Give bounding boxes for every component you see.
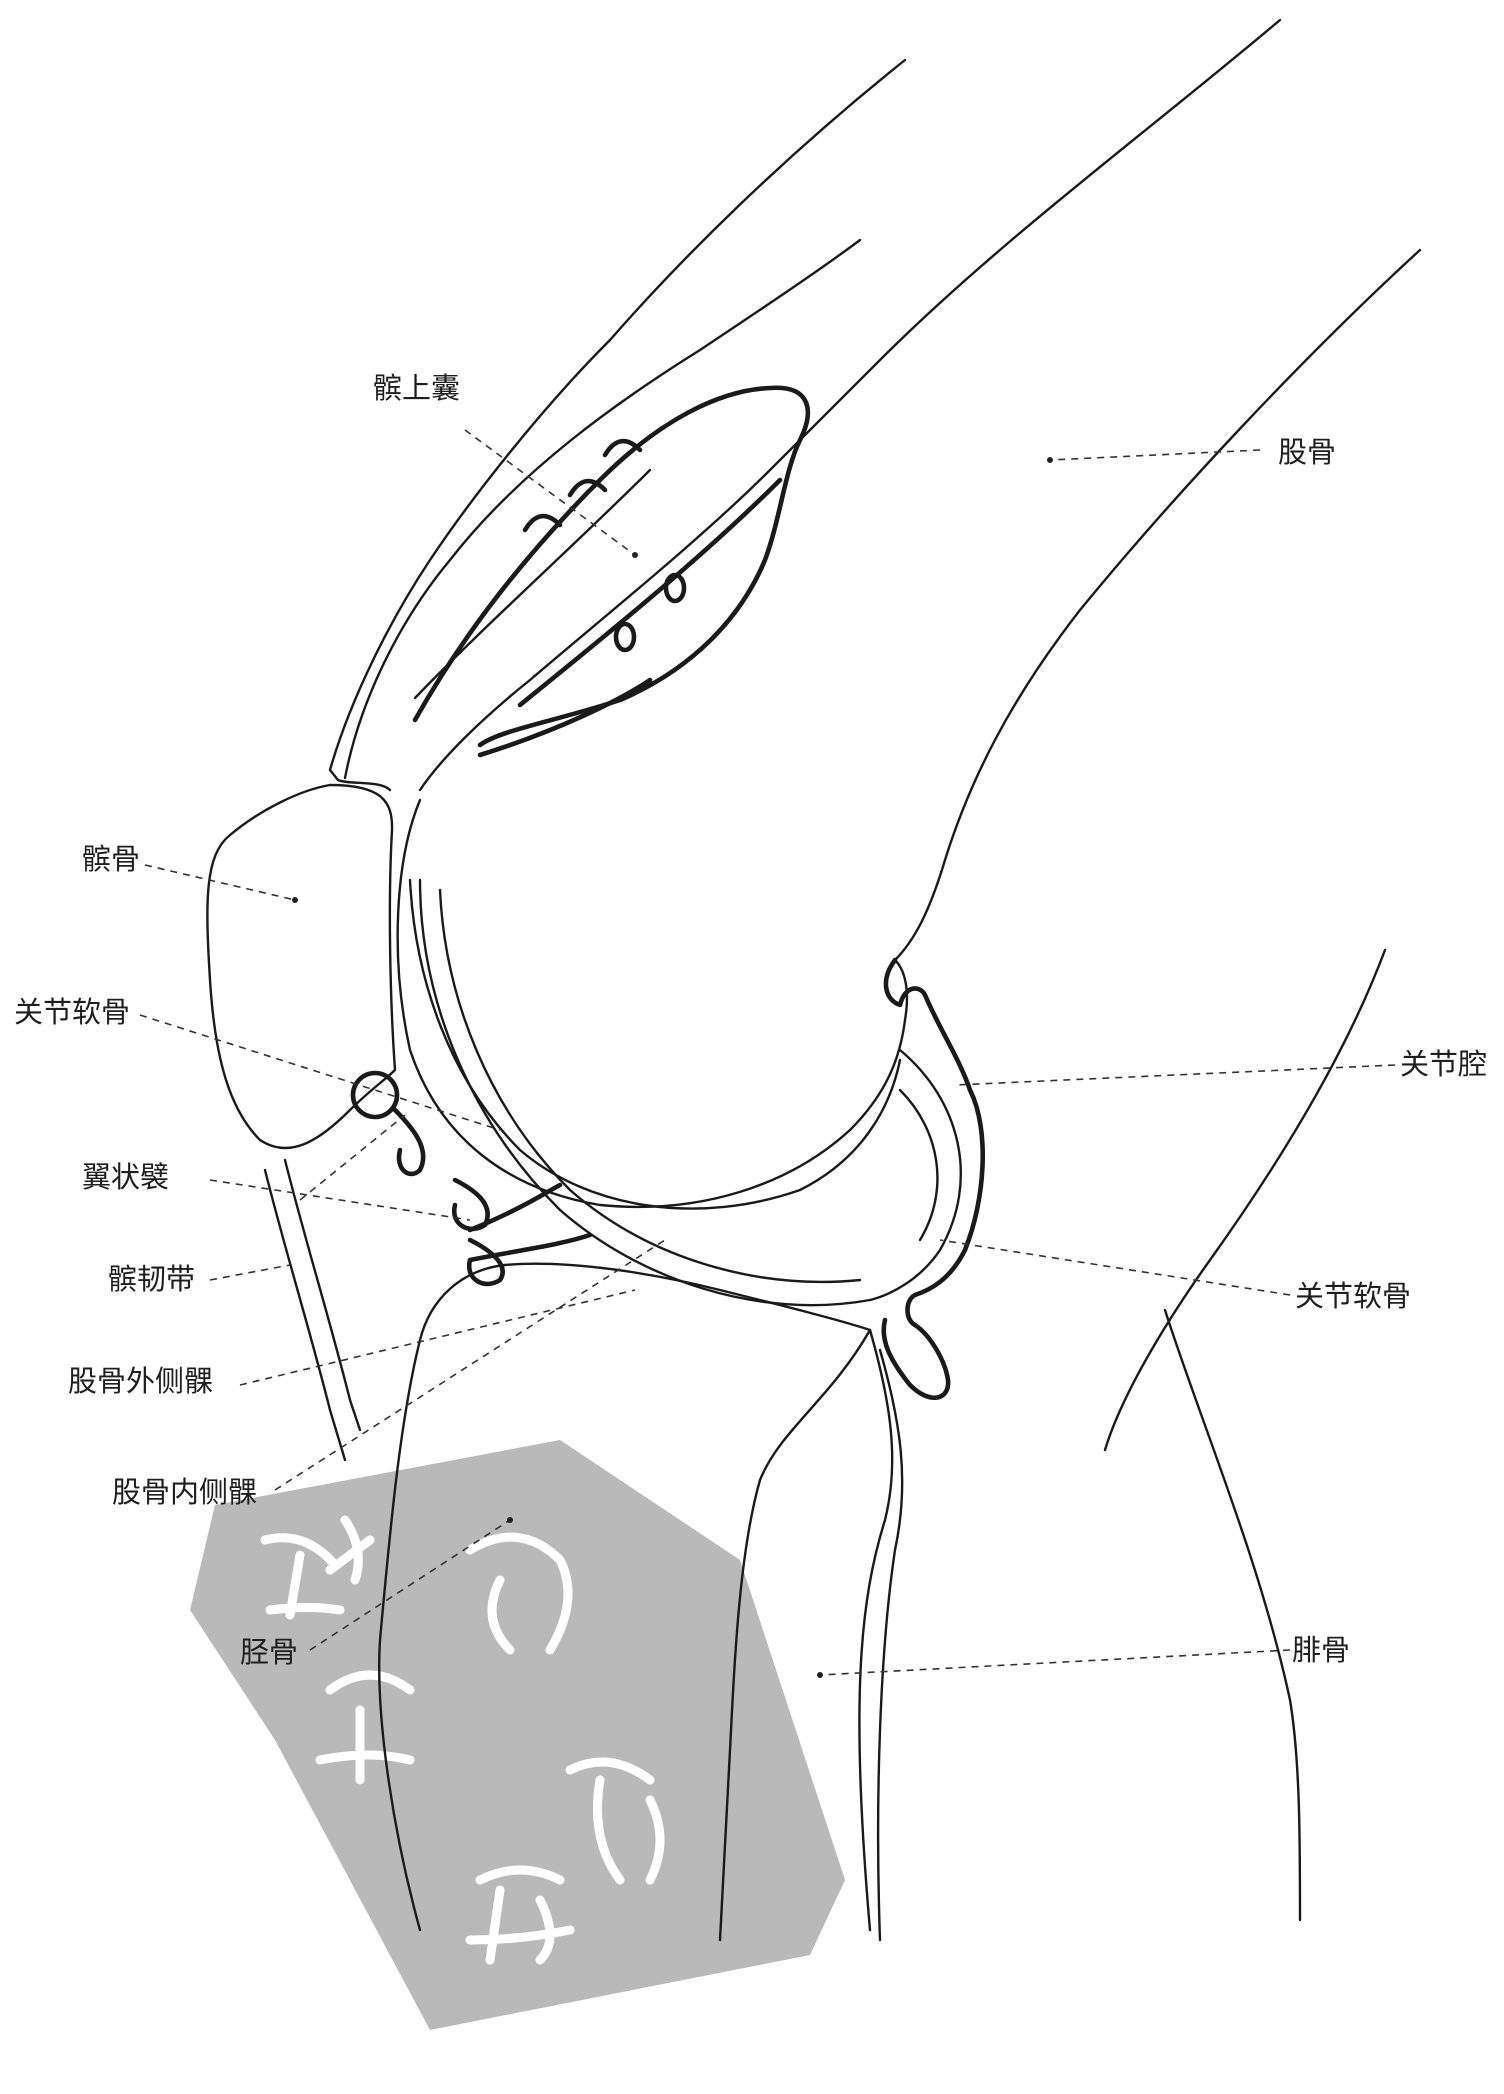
femoral-cartilage-line xyxy=(410,880,900,1209)
label-suprapatellar-bursa: 髌上囊 xyxy=(373,374,460,403)
patellar-ligament-line-1 xyxy=(265,1170,345,1460)
label-patella: 髌骨 xyxy=(82,845,140,874)
leader-dot-femur xyxy=(1047,457,1053,463)
bursa-inner-line xyxy=(520,480,780,705)
patella-outline xyxy=(207,785,395,1148)
tibia-plateau-line xyxy=(505,1264,870,1330)
alar-fold-ring-1 xyxy=(395,1110,423,1174)
tibia-anterior-line xyxy=(379,1265,505,1930)
leader-fibula xyxy=(820,1650,1290,1675)
leader-medial-condyle xyxy=(275,1240,665,1490)
leader-femur xyxy=(1050,450,1260,460)
alar-fold-ring-3 xyxy=(469,1240,502,1284)
bursa-circle-1 xyxy=(616,624,634,650)
leader-joint-cavity xyxy=(955,1065,1395,1085)
leader-cartilage-right xyxy=(940,1240,1290,1295)
label-articular-cartilage-right: 关节软骨 xyxy=(1295,1282,1411,1311)
label-tibia: 胫骨 xyxy=(240,1638,298,1667)
bursa-upper-fold xyxy=(415,470,650,698)
leader-alar-fold xyxy=(210,1180,470,1220)
joint-capsule-inner xyxy=(440,890,860,1282)
posterior-capsule xyxy=(884,960,983,1398)
label-joint-cavity: 关节腔 xyxy=(1400,1050,1487,1079)
leader-tibia xyxy=(310,1520,510,1650)
suprapatellar-bursa-outline xyxy=(415,388,808,745)
leader-dot-patella xyxy=(292,897,298,903)
posterior-leg-line xyxy=(1165,1310,1300,1920)
label-articular-cartilage-left: 关节软骨 xyxy=(14,998,130,1027)
patellar-ligament-line-2 xyxy=(285,1160,360,1430)
leader-patellar-ligament xyxy=(210,1265,290,1280)
leader-dot-bursa xyxy=(632,552,638,558)
label-patellar-ligament: 髌韧带 xyxy=(108,1265,195,1294)
alar-fold-ring-2 xyxy=(454,1180,487,1229)
tibia-inner-line xyxy=(859,1330,892,1930)
label-lateral-femoral-condyle: 股骨外侧髁 xyxy=(68,1367,213,1396)
label-medial-femoral-condyle: 股骨内侧髁 xyxy=(112,1478,257,1507)
quadriceps-tendon-line xyxy=(345,240,860,778)
bursa-arc-3 xyxy=(605,441,640,455)
leader-alar-fold-up xyxy=(300,1115,405,1200)
label-fibula: 腓骨 xyxy=(1292,1636,1350,1665)
leader-patella xyxy=(145,865,295,900)
label-femur: 股骨 xyxy=(1278,438,1336,467)
popliteal-line xyxy=(1105,950,1385,1450)
fibula-front-line xyxy=(878,1350,902,1940)
label-alar-fold: 翼状襞 xyxy=(82,1163,169,1192)
leader-dot-fibula xyxy=(817,1672,823,1678)
femur-posterior-line xyxy=(895,250,1420,960)
leader-dot-tibia xyxy=(507,1517,513,1523)
tibial-cartilage-inner xyxy=(900,1090,937,1240)
tibia-posterior-line xyxy=(720,1330,870,1940)
femoral-condyle-outline xyxy=(398,800,907,1207)
